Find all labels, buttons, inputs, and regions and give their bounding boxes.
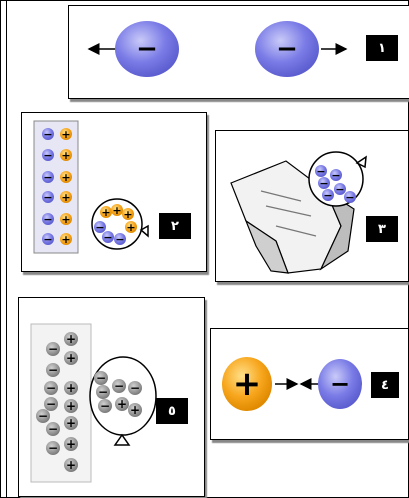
rod xyxy=(30,323,92,483)
rod-charges: − + − + − + − + − + − + xyxy=(42,128,72,246)
svg-text:+: + xyxy=(66,437,76,451)
svg-text:−: − xyxy=(345,191,354,204)
svg-text:−: − xyxy=(48,342,58,356)
svg-text:−: − xyxy=(114,379,124,393)
svg-text:−: − xyxy=(48,441,58,455)
svg-text:−: − xyxy=(43,191,52,204)
svg-text:−: − xyxy=(95,221,104,234)
balloon: − − − − − + + xyxy=(89,356,157,446)
negative-charge-right xyxy=(255,21,319,77)
svg-text:+: + xyxy=(101,206,110,219)
svg-text:−: − xyxy=(46,397,56,411)
svg-text:+: + xyxy=(66,399,76,413)
svg-text:−: − xyxy=(43,128,52,141)
panel-4: + − ٤ xyxy=(210,328,409,440)
svg-text:−: − xyxy=(103,231,112,244)
svg-text:+: + xyxy=(61,213,70,226)
panel-1-label: ١ xyxy=(366,35,398,61)
svg-text:−: − xyxy=(331,169,340,182)
rod xyxy=(33,120,79,254)
svg-text:−: − xyxy=(96,371,106,385)
svg-text:+: + xyxy=(66,332,76,346)
negative-charge xyxy=(318,359,362,409)
svg-text:−: − xyxy=(98,385,108,399)
svg-text:+: + xyxy=(61,233,70,246)
page-margin-line xyxy=(6,0,7,498)
svg-text:+: + xyxy=(66,381,76,395)
svg-text:+: + xyxy=(66,458,76,472)
panel-4-label: ٤ xyxy=(371,372,399,398)
svg-text:−: − xyxy=(100,399,110,413)
panel-1-diagram: − − xyxy=(87,21,348,77)
svg-text:+: + xyxy=(61,149,70,162)
svg-text:+: + xyxy=(123,208,132,221)
svg-text:−: − xyxy=(38,409,48,423)
svg-text:−: − xyxy=(130,381,140,395)
panel-3-label: ٣ xyxy=(366,216,398,242)
svg-text:+: + xyxy=(126,221,135,234)
minus-sign: − xyxy=(330,370,350,398)
svg-text:−: − xyxy=(43,213,52,226)
svg-text:+: + xyxy=(130,403,140,417)
svg-text:+: + xyxy=(61,171,70,184)
panel-2: − + − + − + − + − + − + + + + − − − + ٢ xyxy=(21,112,207,272)
panel-4-diagram: + − xyxy=(222,357,362,411)
rod-charges: + − + − + − − + − + − + − + xyxy=(36,332,78,472)
svg-text:−: − xyxy=(115,233,124,246)
balloon: + + + − − − + xyxy=(91,198,149,250)
plus-sign: + xyxy=(233,364,262,404)
positive-charge xyxy=(222,357,272,411)
svg-text:+: + xyxy=(112,204,121,217)
balloon: − − − − − − xyxy=(308,151,367,207)
minus-sign: − xyxy=(136,34,158,64)
panel-2-label: ٢ xyxy=(159,213,191,239)
svg-text:+: + xyxy=(117,397,127,411)
panel-5-diagram: + − + − + − − + − + − + − + − − − − − + … xyxy=(30,323,157,483)
svg-text:−: − xyxy=(46,381,56,395)
minus-sign: − xyxy=(276,34,298,64)
svg-text:+: + xyxy=(61,191,70,204)
svg-text:−: − xyxy=(48,363,58,377)
svg-text:−: − xyxy=(335,183,344,196)
panel-3-diagram: − − − − − − xyxy=(230,151,367,274)
svg-text:+: + xyxy=(66,351,76,365)
svg-text:−: − xyxy=(316,165,325,178)
svg-text:−: − xyxy=(48,422,58,436)
svg-text:−: − xyxy=(43,149,52,162)
svg-text:−: − xyxy=(43,171,52,184)
svg-text:+: + xyxy=(61,128,70,141)
negative-charge-left xyxy=(115,21,179,77)
svg-text:−: − xyxy=(323,189,332,202)
panel-2-diagram: − + − + − + − + − + − + + + + − − − + xyxy=(33,120,149,254)
panel-3: − − − − − − ٣ xyxy=(215,130,409,282)
panel-5: + − + − + − − + − + − + − + − − − − − + … xyxy=(18,297,205,497)
svg-text:+: + xyxy=(66,416,76,430)
svg-text:−: − xyxy=(43,233,52,246)
svg-text:−: − xyxy=(319,177,328,190)
panel-5-label: ٥ xyxy=(156,398,188,424)
panel-1: − − ١ xyxy=(68,5,409,99)
